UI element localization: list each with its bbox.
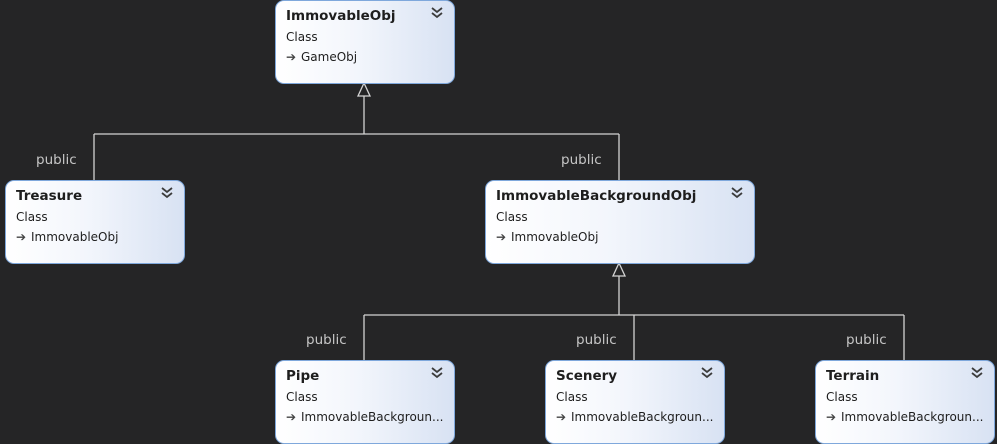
class-name: ImmovableObj — [286, 8, 396, 24]
inheritance-arrowhead-immovable-obj — [356, 81, 372, 97]
base-type: ➔ ImmovableBackgroun... — [826, 410, 986, 424]
class-box-immovable-background-obj[interactable]: ImmovableBackgroundObj Class ➔ ImmovableO… — [485, 180, 755, 264]
inherits-arrow-icon: ➔ — [16, 230, 27, 244]
class-name: Pipe — [286, 368, 320, 384]
base-type-name: ImmovableObj — [511, 230, 599, 244]
class-box-pipe[interactable]: Pipe Class ➔ ImmovableBackgroun... — [275, 360, 455, 444]
access-label-terrain: public — [846, 332, 887, 348]
base-type: ➔ GameObj — [286, 50, 446, 64]
base-type: ➔ ImmovableBackgroun... — [556, 410, 716, 424]
class-box-treasure[interactable]: Treasure Class ➔ ImmovableObj — [5, 180, 185, 264]
access-label-immovable-background-obj: public — [561, 152, 602, 168]
base-type-name: GameObj — [301, 50, 358, 64]
access-label-pipe: public — [306, 332, 347, 348]
inherits-arrow-icon: ➔ — [826, 410, 837, 424]
base-type-name: ImmovableBackgroun... — [301, 410, 444, 424]
class-kind: Class — [556, 390, 588, 404]
class-name: Scenery — [556, 368, 618, 384]
double-chevron-down-icon[interactable] — [970, 366, 984, 380]
class-box-scenery[interactable]: Scenery Class ➔ ImmovableBackgroun... — [545, 360, 725, 444]
base-type-name: ImmovableBackgroun... — [571, 410, 714, 424]
double-chevron-down-icon[interactable] — [730, 186, 744, 200]
class-box-immovable-obj[interactable]: ImmovableObj Class ➔ GameObj — [275, 0, 455, 84]
class-kind: Class — [286, 390, 318, 404]
class-name: Terrain — [826, 368, 880, 384]
access-label-scenery: public — [576, 332, 617, 348]
double-chevron-down-icon[interactable] — [430, 6, 444, 20]
class-kind: Class — [826, 390, 858, 404]
base-type-name: ImmovableBackgroun... — [841, 410, 984, 424]
double-chevron-down-icon[interactable] — [160, 186, 174, 200]
base-type: ➔ ImmovableObj — [16, 230, 176, 244]
base-type-name: ImmovableObj — [31, 230, 119, 244]
inheritance-arrowhead-immovable-background-obj — [611, 261, 627, 277]
class-name: ImmovableBackgroundObj — [496, 188, 697, 204]
class-kind: Class — [286, 30, 318, 44]
access-label-treasure: public — [36, 152, 77, 168]
class-kind: Class — [16, 210, 48, 224]
class-name: Treasure — [16, 188, 83, 204]
inherits-arrow-icon: ➔ — [286, 50, 297, 64]
class-box-terrain[interactable]: Terrain Class ➔ ImmovableBackgroun... — [815, 360, 995, 444]
inherits-arrow-icon: ➔ — [496, 230, 507, 244]
inherits-arrow-icon: ➔ — [556, 410, 567, 424]
base-type: ➔ ImmovableObj — [496, 230, 656, 244]
inherits-arrow-icon: ➔ — [286, 410, 297, 424]
double-chevron-down-icon[interactable] — [700, 366, 714, 380]
class-kind: Class — [496, 210, 528, 224]
base-type: ➔ ImmovableBackgroun... — [286, 410, 446, 424]
double-chevron-down-icon[interactable] — [430, 366, 444, 380]
